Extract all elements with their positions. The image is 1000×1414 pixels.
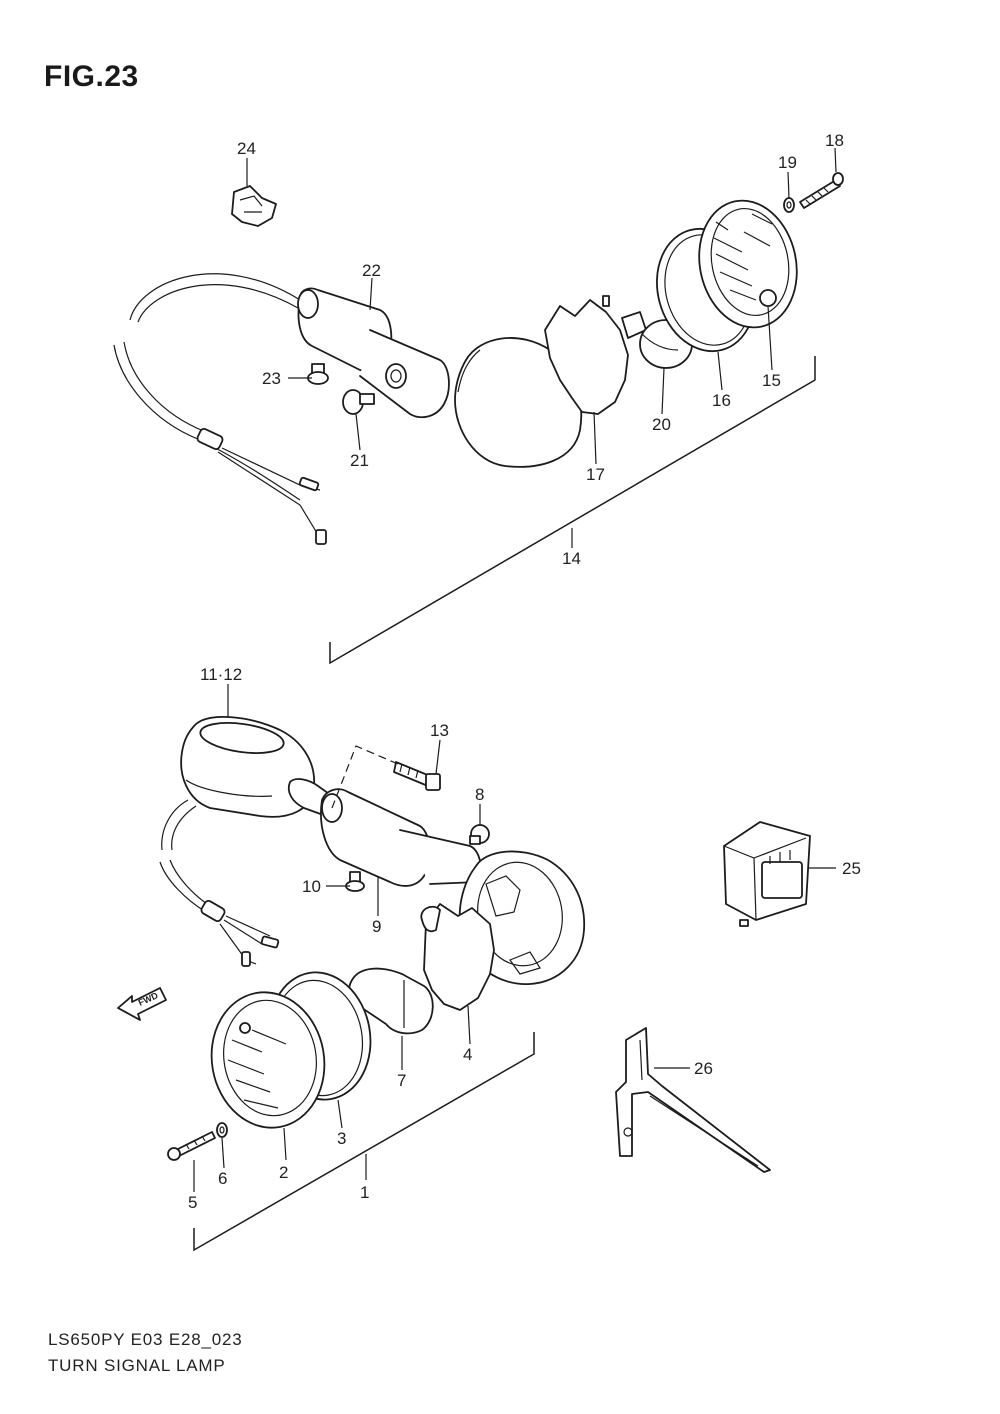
leader-18	[834, 147, 837, 173]
callout-18: 18	[825, 131, 844, 150]
screw-5	[167, 1131, 216, 1161]
callout-19: 19	[778, 153, 797, 172]
callout-22: 22	[362, 261, 381, 280]
gasket-4	[420, 903, 495, 1011]
callout-4: 4	[463, 1045, 472, 1064]
lamp-stalk-22	[297, 287, 450, 419]
fwd-arrow-icon: FWD	[117, 987, 167, 1021]
leader-4	[467, 1005, 471, 1045]
clamp-part-24	[231, 185, 277, 227]
leader-15	[767, 305, 773, 371]
callout-1: 1	[360, 1183, 369, 1202]
callout-5: 5	[188, 1193, 197, 1212]
callout-10: 10	[302, 877, 321, 896]
callout-8: 8	[475, 785, 484, 804]
lamp-body-shell	[454, 337, 583, 468]
leader-16	[717, 351, 723, 391]
callout-3: 3	[337, 1129, 346, 1148]
callout-6: 6	[218, 1169, 227, 1188]
callout-7: 7	[397, 1071, 406, 1090]
leader-21	[355, 413, 361, 451]
callout-14: 14	[562, 549, 581, 568]
callout-2: 2	[279, 1163, 288, 1182]
screw-8	[469, 824, 490, 845]
screw-18	[799, 172, 844, 209]
leader-19	[787, 171, 790, 199]
leader-2	[283, 1127, 287, 1161]
screw-21	[342, 389, 375, 415]
bracket-assembly-1	[193, 1032, 535, 1252]
callout-9: 9	[372, 917, 381, 936]
leader-13	[435, 739, 441, 775]
wire-harness-upper	[113, 273, 327, 545]
leader-20	[661, 367, 665, 415]
screw-10	[345, 871, 365, 892]
screw-23	[307, 363, 329, 385]
dash-line-13	[331, 745, 399, 809]
diagram-name-label: TURN SIGNAL LAMP	[48, 1356, 226, 1375]
bracket-26	[615, 1027, 771, 1173]
washer-6	[216, 1122, 228, 1138]
callout-21: 21	[350, 451, 369, 470]
callout-13: 13	[430, 721, 449, 740]
lens-15	[698, 199, 798, 329]
lamp-stalk-9	[287, 778, 482, 887]
figure-title: FIG.23	[44, 60, 139, 93]
leader-17	[593, 411, 597, 465]
callout-15: 15	[762, 371, 781, 390]
callout-16: 16	[712, 391, 731, 410]
callout-20: 20	[652, 415, 671, 434]
bracket-assembly-14	[329, 356, 816, 665]
clamp-body-11-12	[180, 715, 315, 818]
wire-harness-lower	[159, 799, 280, 967]
callout-24: 24	[237, 139, 256, 158]
callout-23: 23	[262, 369, 281, 388]
callout-26: 26	[694, 1059, 713, 1078]
gasket-plate-17	[544, 295, 629, 415]
screw-13	[393, 761, 441, 791]
washer-19	[783, 197, 795, 213]
leader-6	[221, 1137, 225, 1169]
callout-11-12: 11·12	[200, 665, 242, 684]
model-code-label: LS650PY E03 E28_023	[48, 1330, 243, 1349]
callout-25: 25	[842, 859, 861, 878]
leader-3	[337, 1099, 343, 1129]
callout-17: 17	[586, 465, 605, 484]
lens-2	[210, 991, 326, 1129]
relay-25	[723, 821, 811, 927]
leader-22	[369, 277, 373, 311]
